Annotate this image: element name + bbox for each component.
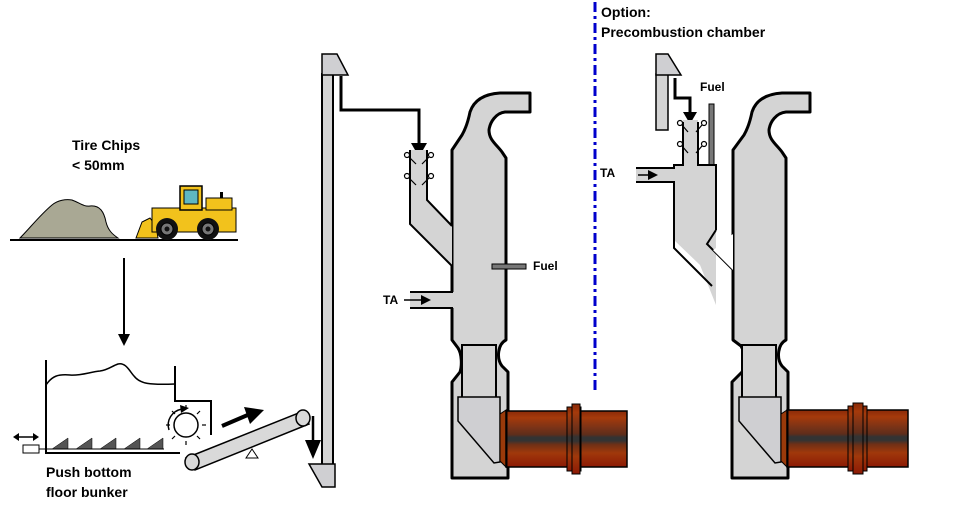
fuel-inlet <box>491 263 527 270</box>
rotary-drum-icon <box>166 405 206 445</box>
option-title: Precombustion chamber <box>601 24 766 40</box>
double-arrow-icon <box>13 433 39 441</box>
arrow-down-icon <box>118 258 130 346</box>
wheel-loader-icon <box>135 185 237 240</box>
option-fuel-label: Fuel <box>700 80 725 94</box>
fuel-label: Fuel <box>533 259 558 273</box>
tire-chips-size-label: < 50mm <box>72 157 125 173</box>
option-label: Option: <box>601 4 651 20</box>
elevator-head <box>321 53 350 76</box>
option-ta-label: TA <box>600 166 615 180</box>
calciner-main <box>409 91 532 480</box>
rotary-kiln <box>499 403 628 475</box>
option-calciner <box>636 91 812 480</box>
option-feed-arrow-icon <box>673 78 697 124</box>
option-kiln-inlet-hood <box>738 396 782 464</box>
option-rotary-kiln <box>780 402 909 475</box>
option-ta-arrow-icon <box>638 170 658 180</box>
elevator-boot <box>307 463 336 488</box>
option-flap-valves-icon <box>676 119 708 154</box>
option-elevator <box>655 53 683 131</box>
feed-route-arrow-icon <box>339 76 427 157</box>
tire-chips-label: Tire Chips <box>72 137 140 153</box>
bunker-label-line2: floor bunker <box>46 484 128 500</box>
ta-label: TA <box>383 293 398 307</box>
push-bottom-floor-bunker <box>13 360 212 454</box>
belt-conveyor <box>184 409 311 471</box>
ta-arrow-icon <box>404 295 431 305</box>
chip-pile <box>18 199 120 239</box>
flap-valves-icon <box>403 151 435 186</box>
bucket-elevator <box>305 53 350 488</box>
conveyor-direction-arrow-icon <box>221 407 264 428</box>
elevator-feed-arrow-icon <box>305 416 321 459</box>
bunker-label: Push bottom <box>46 464 132 480</box>
kiln-inlet-hood <box>457 396 501 464</box>
